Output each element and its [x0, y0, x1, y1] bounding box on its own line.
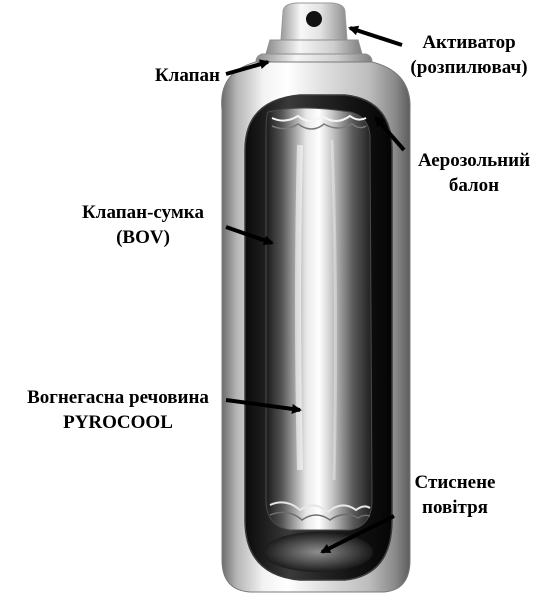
compressed-air-region	[263, 532, 373, 572]
actuator	[280, 2, 348, 41]
label-valve: Клапан	[154, 65, 220, 86]
arrow-bag-valve	[225, 225, 274, 246]
label-compressed-air: Стиснене повітря	[414, 472, 496, 518]
arrow-valve	[225, 59, 270, 76]
arrow-aerosol-can	[374, 116, 406, 152]
label-aerosol-can: Аерозольний балон	[417, 150, 531, 196]
nozzle-hole	[306, 11, 322, 27]
arrow-extinguishing-agent	[225, 398, 302, 414]
label-activator: Активатор (розпилювач)	[410, 32, 528, 78]
arrow-compressed-air	[320, 514, 395, 554]
bag-on-valve	[265, 107, 373, 531]
valve-ring	[255, 39, 373, 63]
arrow-activator	[348, 25, 403, 47]
label-extinguishing-agent: Вогнегасна речовина PYROCOOL	[27, 387, 209, 433]
label-bag-valve: Клапан-сумка (BOV)	[82, 202, 204, 248]
